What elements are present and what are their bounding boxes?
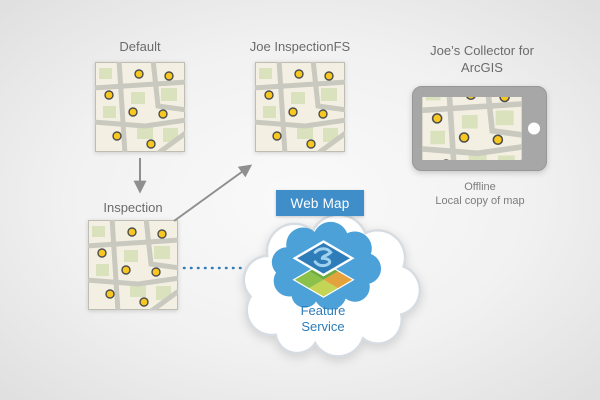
- offline-caption-line1: Offline: [464, 181, 496, 193]
- offline-caption-line2: Local copy of map: [435, 195, 525, 207]
- map-thumbnail-inspection: [88, 220, 178, 310]
- label-collector: Joe’s Collector for ArcGIS: [430, 43, 534, 75]
- feature-service-layers-icon: [292, 240, 355, 298]
- tablet-device: [412, 86, 547, 171]
- feature-service-cloud: [242, 213, 422, 358]
- web-map-banner: Web Map: [276, 190, 364, 216]
- map-thumbnail-default: [95, 62, 185, 152]
- label-joe-inspection-fs: Joe InspectionFS: [249, 39, 351, 54]
- feature-service-label: Feature Service: [300, 303, 346, 334]
- label-default: Default: [119, 39, 161, 54]
- offline-caption: Offline Local copy of map: [415, 180, 545, 208]
- label-inspection: Inspection: [103, 200, 163, 215]
- map-thumbnail-joe-inspection-fs: [255, 62, 345, 152]
- home-button-icon: [528, 122, 540, 135]
- tablet-map-screen: [419, 86, 525, 171]
